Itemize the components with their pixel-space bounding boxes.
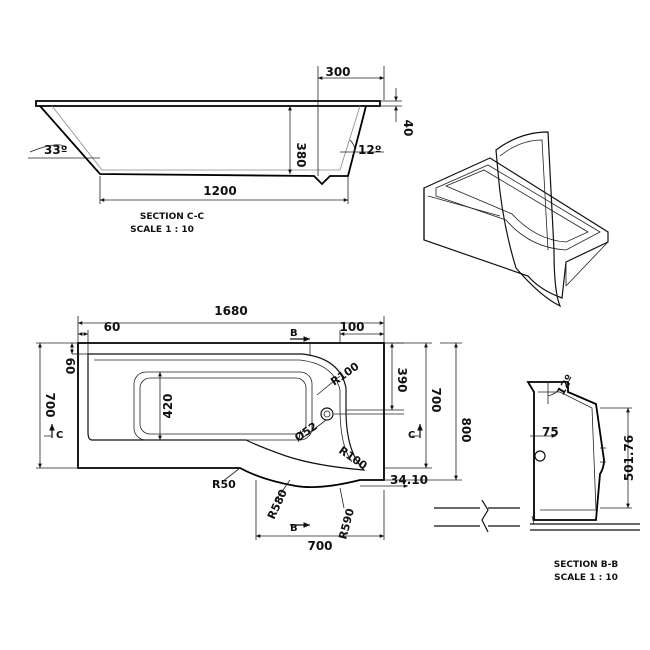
section-bb-height: 501.76 [622,435,636,481]
section-cc-width: 1200 [203,184,236,198]
waste-outlet [320,407,334,421]
plan-length: 1680 [214,304,247,318]
plan-left-vertical-offset: 60 [63,358,77,375]
section-bb-caption: SECTION B-B [554,560,619,570]
iso-bath-outline [423,157,609,299]
plan-3410: 34.10 [390,473,428,487]
plan-left-width: 700 [43,392,57,417]
plan-waste-diameter: Ø52 [292,420,320,445]
plan-marker-b-top: B [290,328,298,339]
plan-right-390: 390 [395,367,409,392]
section-bb-75: 75 [542,425,559,439]
section-cc-angle-right: 12º [358,143,382,157]
iso-shower-screen [495,131,562,308]
plan-r100-bottom: R100 [336,444,369,473]
section-cc-rim [35,100,381,107]
section-bb-view: 12º 75 501.76 SECTION B-B SCALE 1 : 10 [526,372,640,583]
section-cc-top: 300 [325,65,350,79]
plan-r580: R580 [265,487,290,521]
plan-bottom-700: 700 [307,539,332,553]
plan-inner-outline [87,353,366,471]
plan-marker-c-left: C [56,430,63,441]
plan-marker-c-right: C [408,430,415,441]
section-cc-angle-left: 33º [44,143,68,157]
plan-inner-height: 420 [161,393,175,418]
plan-view: 1680 60 100 700 60 420 390 700 800 R100 … [36,304,520,553]
section-cc-rim: 40 [401,120,415,137]
plan-right-offset: 100 [339,320,364,334]
plan-outer-outline [77,342,385,489]
plan-left-offset: 60 [104,320,121,334]
plan-r50: R50 [212,478,236,491]
section-cc-caption: SECTION C-C [140,212,205,222]
section-bb-waste [534,450,546,462]
plan-marker-b-bottom: B [290,523,298,534]
section-cc-depth: 380 [294,142,308,167]
section-cc-scale: SCALE 1 : 10 [130,225,194,235]
section-bb-outline [526,381,605,521]
section-cc-view: 1200 300 40 380 33º 12º SECTION C-C SCAL… [28,65,415,235]
isometric-view [423,131,609,308]
section-cc-body [39,105,367,186]
section-bb-scale: SCALE 1 : 10 [554,573,618,583]
plan-right-700: 700 [429,387,443,412]
plan-overall-800: 800 [459,417,473,442]
